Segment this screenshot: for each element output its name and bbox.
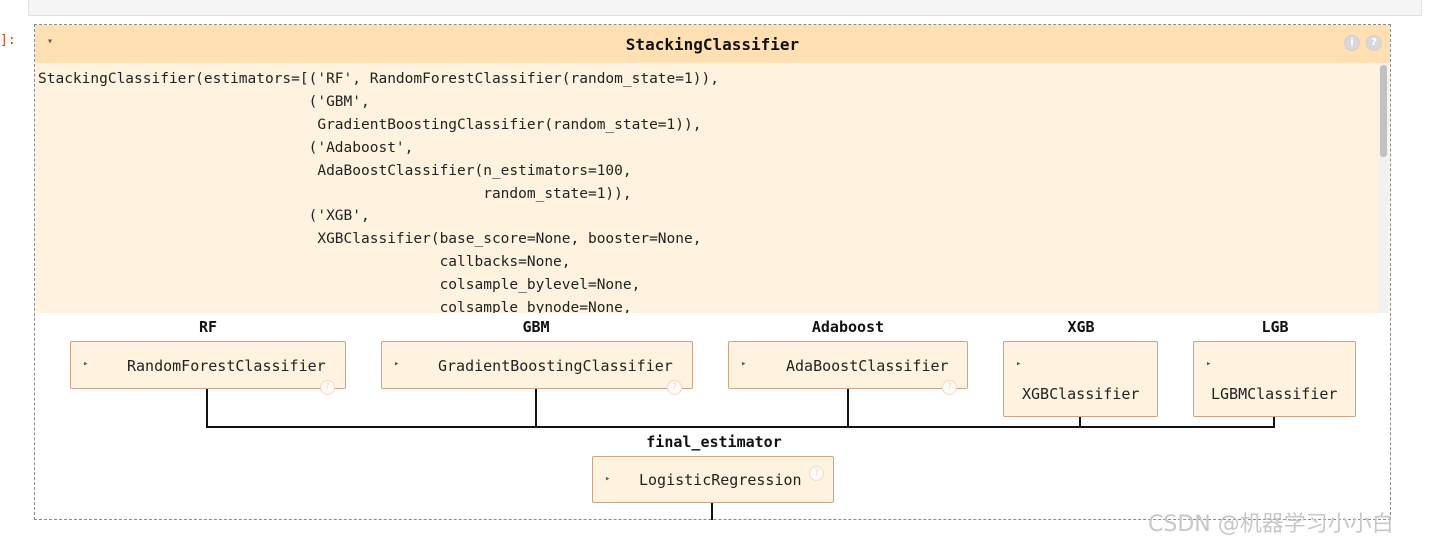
code-scrollbar[interactable] (1379, 63, 1388, 313)
repr-code: StackingClassifier(estimators=[('RF', Ra… (38, 71, 719, 313)
expand-triangle-icon[interactable]: ▸ (394, 359, 400, 369)
estimator-box-lgb[interactable]: ▸ LGBMClassifier (1193, 341, 1356, 417)
estimator-name: GradientBoostingClassifier (438, 357, 673, 375)
connector-line-rf (206, 389, 208, 428)
estimator-label-adaboost: Adaboost (811, 318, 885, 336)
info-icon[interactable]: i (1344, 35, 1360, 51)
estimator-title[interactable]: StackingClassifier (625, 35, 800, 54)
connector-line-lgb (1273, 417, 1275, 428)
estimator-box-xgb[interactable]: ▸ XGBClassifier (1003, 341, 1158, 417)
scrollbar-thumb[interactable] (1380, 65, 1387, 157)
help-icon[interactable]: ? (1366, 35, 1382, 51)
final-estimator-label: final_estimator (646, 433, 782, 451)
final-estimator-box[interactable]: ▸ LogisticRegression ? (592, 456, 834, 503)
watermark: CSDN @机器学习小小白 (1148, 512, 1394, 537)
connector-line-adaboost (847, 389, 849, 428)
stacking-classifier-diagram: ▾ StackingClassifier i ? StackingClassif… (34, 24, 1391, 520)
help-icon[interactable]: ? (809, 466, 824, 481)
expand-triangle-icon[interactable]: ▸ (1016, 359, 1022, 369)
connector-line-gbm (535, 389, 537, 428)
estimator-box-rf[interactable]: ▸ RandomForestClassifier ? (70, 341, 346, 395)
help-icon[interactable]: ? (667, 380, 682, 395)
help-icon[interactable]: ? (942, 380, 957, 395)
cell-prompt: ]: (0, 33, 16, 48)
estimator-label-gbm: GBM (522, 318, 550, 336)
estimator-name: XGBClassifier (1022, 385, 1140, 403)
connector-line-xgb (1079, 417, 1081, 428)
collapse-toggle-icon[interactable]: ▾ (47, 36, 54, 47)
previous-cell-output (28, 0, 1422, 16)
expand-triangle-icon[interactable]: ▸ (741, 359, 747, 369)
estimator-box-gbm[interactable]: ▸ GradientBoostingClassifier ? (381, 341, 693, 395)
estimator-name: LGBMClassifier (1211, 385, 1338, 403)
connector-line-final (711, 503, 713, 520)
connector-line-horizontal (206, 426, 1275, 428)
expand-triangle-icon[interactable]: ▸ (1206, 359, 1212, 369)
estimator-name: LogisticRegression (639, 471, 802, 489)
estimator-name: AdaBoostClassifier (786, 357, 949, 375)
estimator-label-lgb: LGB (1261, 318, 1289, 336)
estimator-label-rf: RF (198, 318, 218, 336)
expand-triangle-icon[interactable]: ▸ (605, 474, 611, 484)
estimator-label-xgb: XGB (1067, 318, 1095, 336)
estimator-box-adaboost[interactable]: ▸ AdaBoostClassifier ? (728, 341, 968, 395)
repr-code-panel[interactable]: StackingClassifier(estimators=[('RF', Ra… (35, 63, 1390, 313)
help-icon[interactable]: ? (320, 380, 335, 395)
estimator-header[interactable]: ▾ StackingClassifier i ? (35, 25, 1390, 63)
expand-triangle-icon[interactable]: ▸ (83, 359, 89, 369)
estimator-name: RandomForestClassifier (127, 357, 326, 375)
